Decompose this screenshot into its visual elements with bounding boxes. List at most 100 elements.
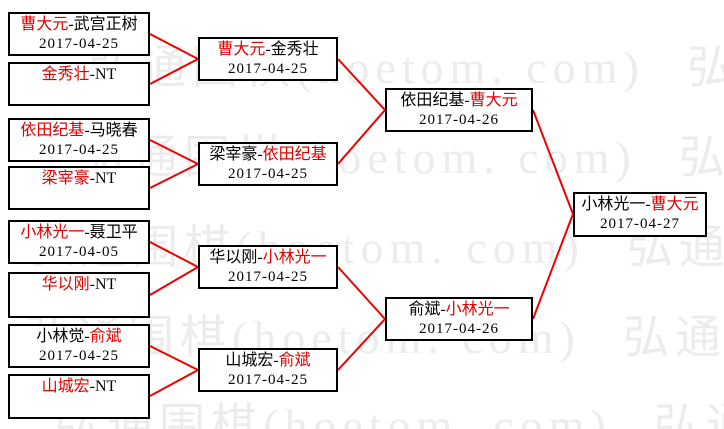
match-players: 曹大元-金秀壮 <box>200 40 336 60</box>
match-players: 梁宰豪-NT <box>10 169 148 189</box>
player-name: NT <box>95 66 117 83</box>
match-date: 2017-04-25 <box>39 36 119 52</box>
match-r2-2: 梁宰豪-依田纪基 2017-04-25 <box>198 142 338 186</box>
player-name: NT <box>95 170 117 187</box>
match-date: 2017-04-05 <box>39 244 119 260</box>
match-date: 2017-04-26 <box>419 321 499 337</box>
player-name: 小林光一 <box>581 196 646 213</box>
players-separator: - <box>84 328 90 345</box>
players-separator: - <box>89 276 95 293</box>
player-name: 聂卫平 <box>89 224 138 241</box>
connector-line <box>149 266 199 296</box>
connector-line <box>149 163 199 189</box>
players-separator: - <box>257 146 263 163</box>
match-players: 曹大元-武宫正树 <box>10 15 148 35</box>
connector-line <box>532 213 574 320</box>
match-r1-5: 小林光一-聂卫平 2017-04-05 <box>8 220 150 264</box>
players-separator: - <box>68 16 74 33</box>
players-separator: - <box>464 92 470 109</box>
match-date: 2017-04-25 <box>39 142 119 158</box>
match-players: 依田纪基-马晓春 <box>10 121 148 141</box>
match-r2-3: 华以刚-小林光一 2017-04-25 <box>198 245 338 289</box>
connector-line <box>149 33 199 60</box>
connector-line <box>532 109 574 215</box>
player-name: 曹大元 <box>650 196 699 213</box>
players-separator: - <box>645 196 651 213</box>
connector-line <box>149 58 199 85</box>
connector-line <box>337 266 386 320</box>
match-date: 2017-04-27 <box>600 216 680 232</box>
player-name: NT <box>95 378 117 395</box>
match-r1-8: 山城宏-NT <box>8 374 150 419</box>
player-name: 山城宏 <box>225 352 274 369</box>
match-players: 山城宏-NT <box>10 377 148 397</box>
connector-line <box>337 109 386 165</box>
player-name: 俞斌 <box>89 328 122 345</box>
connector-line <box>149 345 199 371</box>
match-r3-2: 俞斌-小林光一 2017-04-26 <box>385 297 533 341</box>
player-name: 马晓春 <box>89 122 138 139</box>
match-players: 小林觉-俞斌 <box>10 327 148 347</box>
match-date: 2017-04-25 <box>228 61 308 77</box>
match-players: 华以刚-NT <box>10 275 148 295</box>
match-final: 小林光一-曹大元 2017-04-27 <box>573 192 707 237</box>
players-separator: - <box>89 66 95 83</box>
match-r1-4: 梁宰豪-NT <box>8 166 150 210</box>
player-name: 曹大元 <box>20 16 69 33</box>
match-r2-1: 曹大元-金秀壮 2017-04-25 <box>198 37 338 81</box>
player-name: NT <box>95 276 117 293</box>
player-name: 山城宏 <box>41 378 90 395</box>
match-players: 山城宏-俞斌 <box>200 351 336 371</box>
player-name: 小林光一 <box>262 249 327 266</box>
match-r1-6: 华以刚-NT <box>8 272 150 318</box>
players-separator: - <box>257 249 263 266</box>
players-separator: - <box>89 170 95 187</box>
player-name: 金秀壮 <box>270 41 319 58</box>
match-date: 2017-04-25 <box>228 372 308 388</box>
player-name: 依田纪基 <box>400 92 465 109</box>
match-r1-3: 依田纪基-马晓春 2017-04-25 <box>8 118 150 162</box>
connector-line <box>337 318 386 371</box>
match-r2-4: 山城宏-俞斌 2017-04-25 <box>198 348 338 392</box>
player-name: 小林光一 <box>20 224 85 241</box>
match-date: 2017-04-26 <box>419 112 499 128</box>
match-players: 华以刚-小林光一 <box>200 248 336 268</box>
players-separator: - <box>84 122 90 139</box>
connector-line <box>149 139 199 165</box>
player-name: 梁宰豪 <box>41 170 90 187</box>
player-name: 金秀壮 <box>41 66 90 83</box>
match-r1-1: 曹大元-武宫正树 2017-04-25 <box>8 12 150 56</box>
player-name: 华以刚 <box>209 249 258 266</box>
player-name: 依田纪基 <box>20 122 85 139</box>
players-separator: - <box>265 41 271 58</box>
match-r1-2: 金秀壮-NT <box>8 62 150 106</box>
players-separator: - <box>440 301 446 318</box>
player-name: 小林觉 <box>36 328 85 345</box>
players-separator: - <box>84 224 90 241</box>
match-players: 梁宰豪-依田纪基 <box>200 145 336 165</box>
match-players: 小林光一-曹大元 <box>575 195 705 215</box>
player-name: 武宫正树 <box>73 16 138 33</box>
match-date: 2017-04-25 <box>228 269 308 285</box>
connector-line <box>337 58 386 111</box>
player-name: 华以刚 <box>41 276 90 293</box>
match-date: 2017-04-25 <box>39 348 119 364</box>
player-name: 依田纪基 <box>262 146 327 163</box>
match-date: 2017-04-25 <box>228 166 308 182</box>
connector-line <box>149 241 199 268</box>
player-name: 小林光一 <box>445 301 510 318</box>
connector-line <box>149 369 199 397</box>
player-name: 俞斌 <box>278 352 311 369</box>
players-separator: - <box>89 378 95 395</box>
match-players: 小林光一-聂卫平 <box>10 223 148 243</box>
player-name: 梁宰豪 <box>209 146 258 163</box>
player-name: 曹大元 <box>469 92 518 109</box>
player-name: 俞斌 <box>408 301 441 318</box>
player-name: 曹大元 <box>217 41 266 58</box>
match-players: 依田纪基-曹大元 <box>387 91 531 111</box>
players-separator: - <box>273 352 279 369</box>
match-players: 俞斌-小林光一 <box>387 300 531 320</box>
match-players: 金秀壮-NT <box>10 65 148 85</box>
